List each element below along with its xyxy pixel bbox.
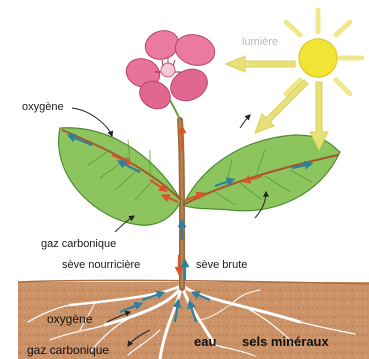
sun-icon — [286, 10, 362, 94]
label-eau: eau — [194, 334, 216, 349]
label-gaz-carbonique-bottom: gaz carbonique — [27, 343, 109, 357]
label-oxygene-bottom: oxygène — [47, 312, 92, 326]
label-lumiere: lumière — [242, 36, 278, 49]
right-leaf — [183, 135, 340, 211]
label-seve-brute: sève brute — [196, 259, 247, 272]
label-gaz-carbonique-top: gaz carbonique — [41, 238, 116, 251]
flower — [122, 26, 218, 120]
left-leaf — [59, 128, 181, 225]
label-seve-nourriciere: sève nourricière — [62, 259, 140, 272]
label-oxygene-top: oxygène — [22, 101, 64, 114]
label-sels-mineraux: sels minéraux — [242, 334, 329, 349]
